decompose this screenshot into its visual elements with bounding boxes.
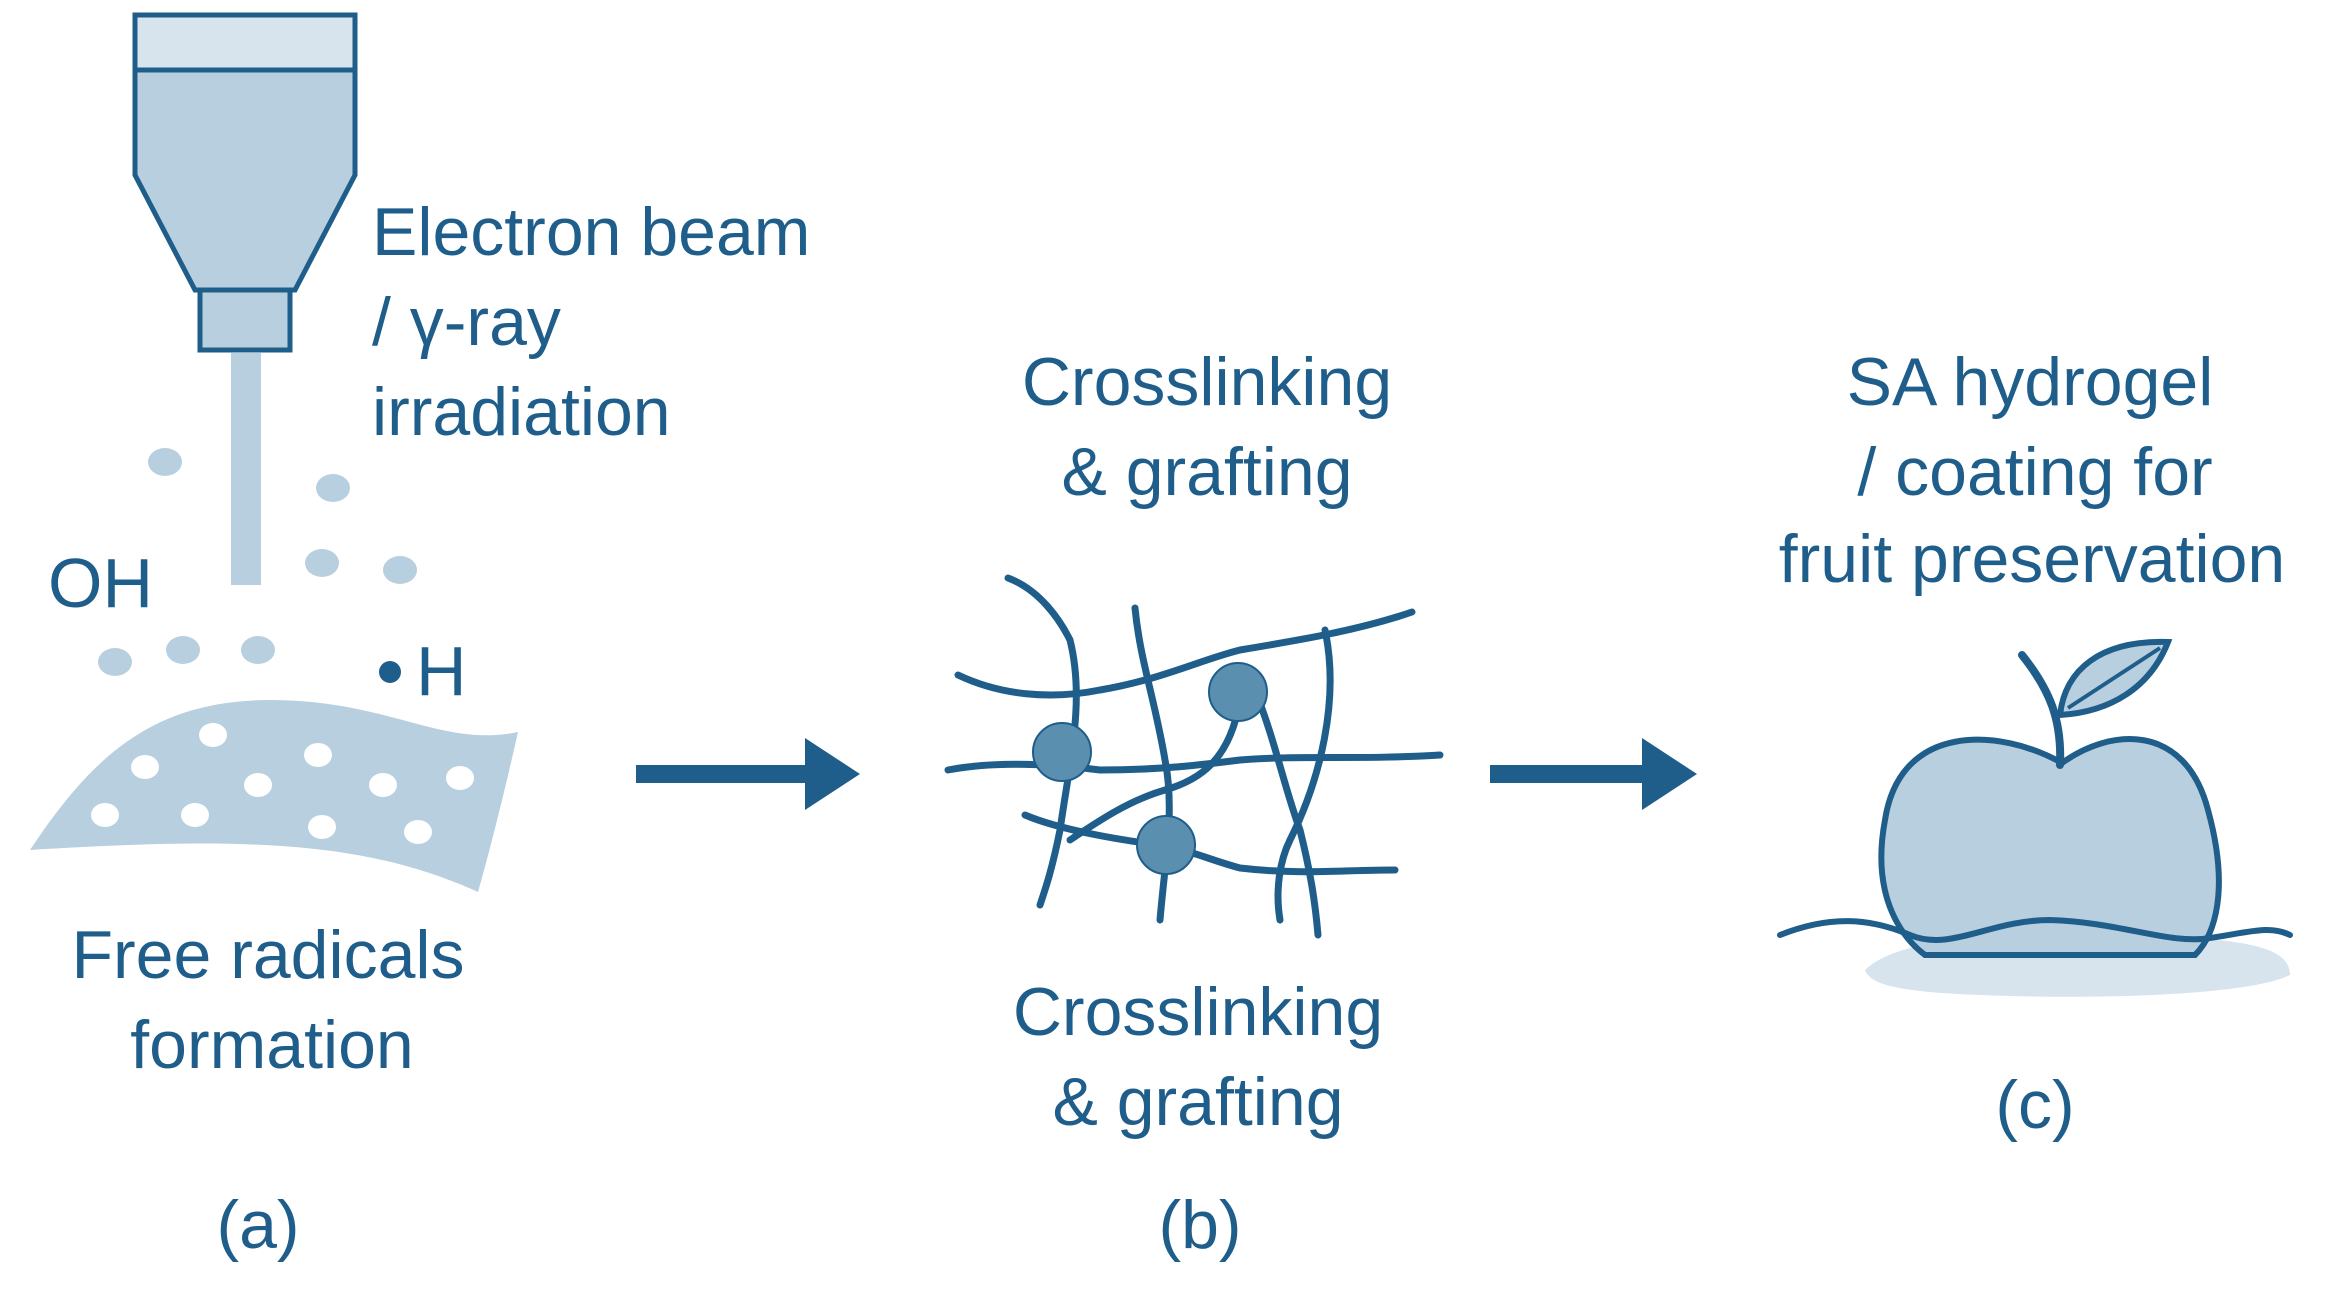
crosslink-node xyxy=(1208,662,1268,722)
arrow-right-icon xyxy=(1490,738,1697,810)
panel-a-caption-line1: Free radicals xyxy=(71,917,464,993)
panel-a-caption-line2: formation xyxy=(130,1007,413,1083)
panel-b-bottom-label-line1: Crosslinking xyxy=(1013,974,1383,1050)
panel-c-label-line3: fruit preservation xyxy=(1779,521,2285,597)
radical-particles xyxy=(98,448,417,676)
beam-label-line3: irradiation xyxy=(372,374,671,450)
panel-c-tag: (c) xyxy=(1995,1067,2074,1143)
panel-b-top-label-line2: & grafting xyxy=(1061,434,1352,510)
crosslink-nodes xyxy=(1032,662,1268,875)
panel-a: Electron beam / γ-ray irradiation OH H F… xyxy=(30,12,810,1263)
panel-c-label-line1: SA hydrogel xyxy=(1847,344,2214,420)
panel-b: Crosslinking & grafting Crosslinking & g… xyxy=(944,344,1444,1263)
arrow-right-icon xyxy=(636,738,860,810)
panel-c-label-line2: / coating for xyxy=(1857,434,2212,510)
panel-c: SA hydrogel / coating for fruit preserva… xyxy=(1777,344,2293,1143)
panel-b-tag: (b) xyxy=(1158,1187,1241,1263)
panel-b-top-label-line1: Crosslinking xyxy=(1022,344,1392,420)
crosslink-node xyxy=(1136,815,1196,875)
h-radical-dot xyxy=(379,661,401,683)
beam-label-line2: / γ-ray xyxy=(372,284,561,360)
oh-label: OH xyxy=(48,544,153,622)
crosslink-node xyxy=(1032,722,1092,782)
panel-b-bottom-label-line2: & grafting xyxy=(1052,1064,1343,1140)
panel-a-tag: (a) xyxy=(216,1187,299,1263)
polymer-sheet-icon xyxy=(30,700,518,892)
h-label: H xyxy=(416,632,467,710)
beam-label-line1: Electron beam xyxy=(372,194,810,270)
electron-gun-icon xyxy=(132,12,358,585)
polymer-network-icon xyxy=(944,574,1444,939)
apple-icon xyxy=(1777,638,2293,997)
